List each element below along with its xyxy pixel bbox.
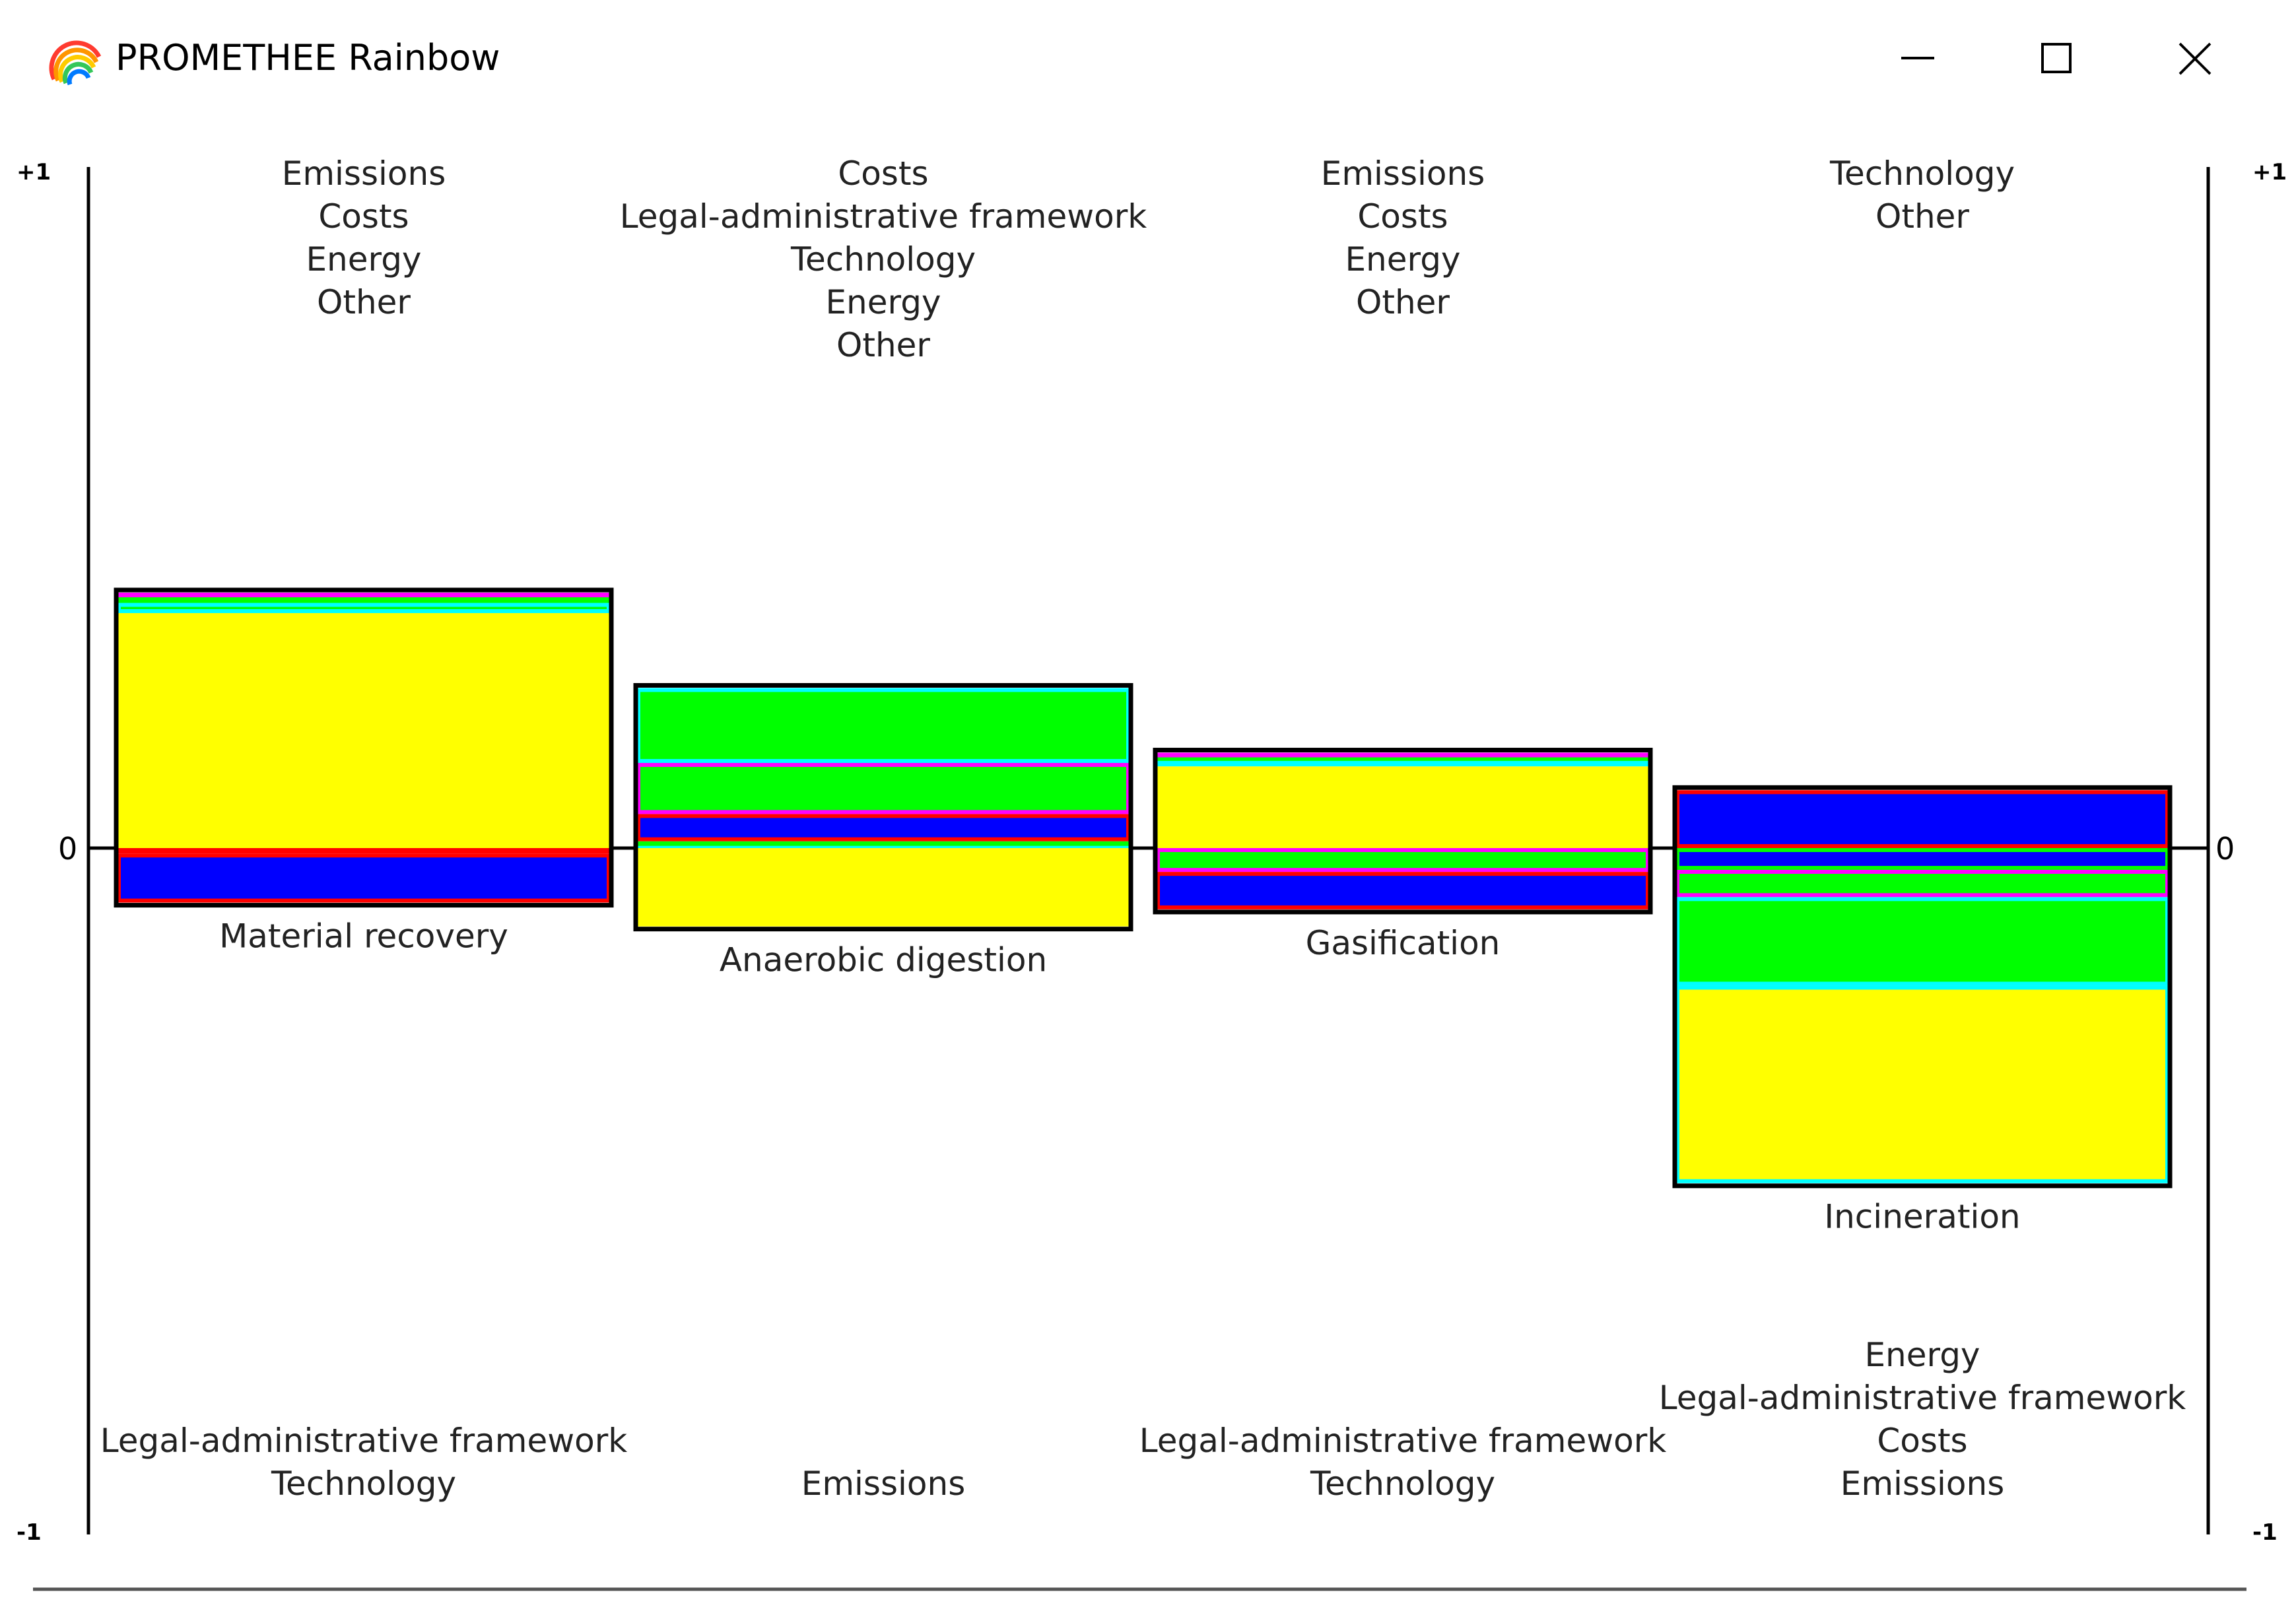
segment-costs: [117, 603, 611, 613]
bar-material-recovery: Material recovery EmissionsCostsEnergyOth…: [100, 154, 628, 1503]
bars-layer: Material recoveryEmissionsCostsEnergyOth…: [100, 154, 2186, 1503]
positive-criterion-label: Costs: [838, 154, 928, 193]
segment-energy: [636, 763, 1130, 814]
maximize-button[interactable]: [1994, 20, 2119, 96]
positive-criterion-label: Emissions: [282, 154, 446, 193]
positive-criterion-label: Costs: [1357, 197, 1448, 236]
minimize-icon: [1901, 57, 1934, 59]
segment-technology: [636, 814, 1130, 841]
positive-criterion-label: Energy: [306, 240, 421, 279]
bar-outline: [114, 587, 614, 908]
segment-legal-administrative-framework: [117, 848, 611, 854]
negative-criterion-label: Legal-administrative framework: [1659, 1379, 2186, 1417]
bar-outline: [633, 682, 1133, 932]
negative-criterion-label: Technology: [271, 1465, 456, 1503]
close-button[interactable]: [2132, 20, 2258, 96]
promethee-rainbow-chart: +1 0 -1 +1 0 -1 Material recoveryEmissio…: [17, 154, 2287, 1591]
segment-other: [1156, 752, 1650, 758]
bar-gasification: Gasification EmissionsCostsEnergyOtherLeg…: [1139, 154, 1667, 1503]
minimize-button[interactable]: [1855, 20, 1980, 96]
right-axis-top-label: +1: [2252, 159, 2287, 185]
alternative-label: Gasification: [1306, 924, 1501, 962]
segment-legal-administrative-framework: [1156, 848, 1650, 872]
maximize-icon: [2041, 43, 2072, 73]
positive-criterion-label: Emissions: [1321, 154, 1485, 193]
segment-energy: [1675, 870, 2169, 898]
negative-criterion-label: Legal-administrative framework: [100, 1422, 628, 1460]
left-axis-top-label: +1: [17, 159, 51, 185]
negative-criterion-label: Legal-administrative framework: [1139, 1422, 1667, 1460]
bar-incineration: Incineration TechnologyOtherEnergyLegal-a…: [1659, 154, 2186, 1503]
segment-emissions: [1675, 985, 2169, 1183]
window-title: PROMETHEE Rainbow: [116, 37, 500, 79]
segment-other: [636, 688, 1130, 763]
left-axis-zero-label: 0: [58, 831, 77, 867]
bar-outline: [1672, 785, 2173, 1189]
right-axis-bottom-label: -1: [2252, 1519, 2278, 1546]
segment-legal-administrative-framework: [636, 841, 1130, 846]
negative-criterion-label: Emissions: [1840, 1465, 2005, 1503]
positive-criterion-label: Energy: [1345, 240, 1460, 279]
negative-criterion-label: Technology: [1310, 1465, 1495, 1503]
alternative-label: Anaerobic digestion: [720, 941, 1047, 979]
segment-emissions: [636, 848, 1130, 927]
negative-criterion-label: Costs: [1877, 1422, 1967, 1460]
segment-technology: [1675, 790, 2169, 849]
positive-criterion-label: Other: [836, 326, 930, 364]
segment-emissions: [117, 612, 611, 849]
alternative-label: Incineration: [1824, 1198, 2020, 1236]
positive-criterion-label: Other: [1875, 197, 1969, 236]
positive-criterion-label: Energy: [825, 283, 941, 321]
bar-anaerobic-digestion: Anaerobic digestion CostsLegal-administra…: [620, 154, 1147, 1503]
positive-criterion-label: Technology: [790, 240, 976, 279]
positive-criterion-label: Legal-administrative framework: [620, 197, 1147, 236]
segment-energy: [1156, 755, 1650, 761]
segment-technology: [1156, 872, 1650, 909]
negative-criterion-label: Energy: [1864, 1336, 1980, 1374]
segment-costs: [1156, 760, 1650, 767]
close-icon: [2178, 42, 2212, 75]
left-axis-bottom-label: -1: [17, 1519, 42, 1546]
title-bar: PROMETHEE Rainbow: [0, 0, 2296, 115]
segment-technology: [117, 853, 611, 903]
positive-criterion-label: Other: [317, 283, 411, 321]
alternative-label: Material recovery: [219, 917, 508, 956]
negative-criterion-label: Emissions: [801, 1465, 966, 1503]
rainbow-icon: [49, 40, 102, 86]
segment-energy: [117, 596, 611, 603]
segment-legal-administrative-framework: [1675, 897, 2169, 986]
right-axis-zero-label: 0: [2215, 831, 2235, 867]
bar-outline: [1153, 748, 1653, 915]
positive-criterion-label: Other: [1356, 283, 1450, 321]
segment-other: [1675, 848, 2169, 871]
segment-emissions: [1156, 766, 1650, 849]
positive-criterion-label: Costs: [318, 197, 409, 236]
positive-criterion-label: Technology: [1829, 154, 2015, 193]
